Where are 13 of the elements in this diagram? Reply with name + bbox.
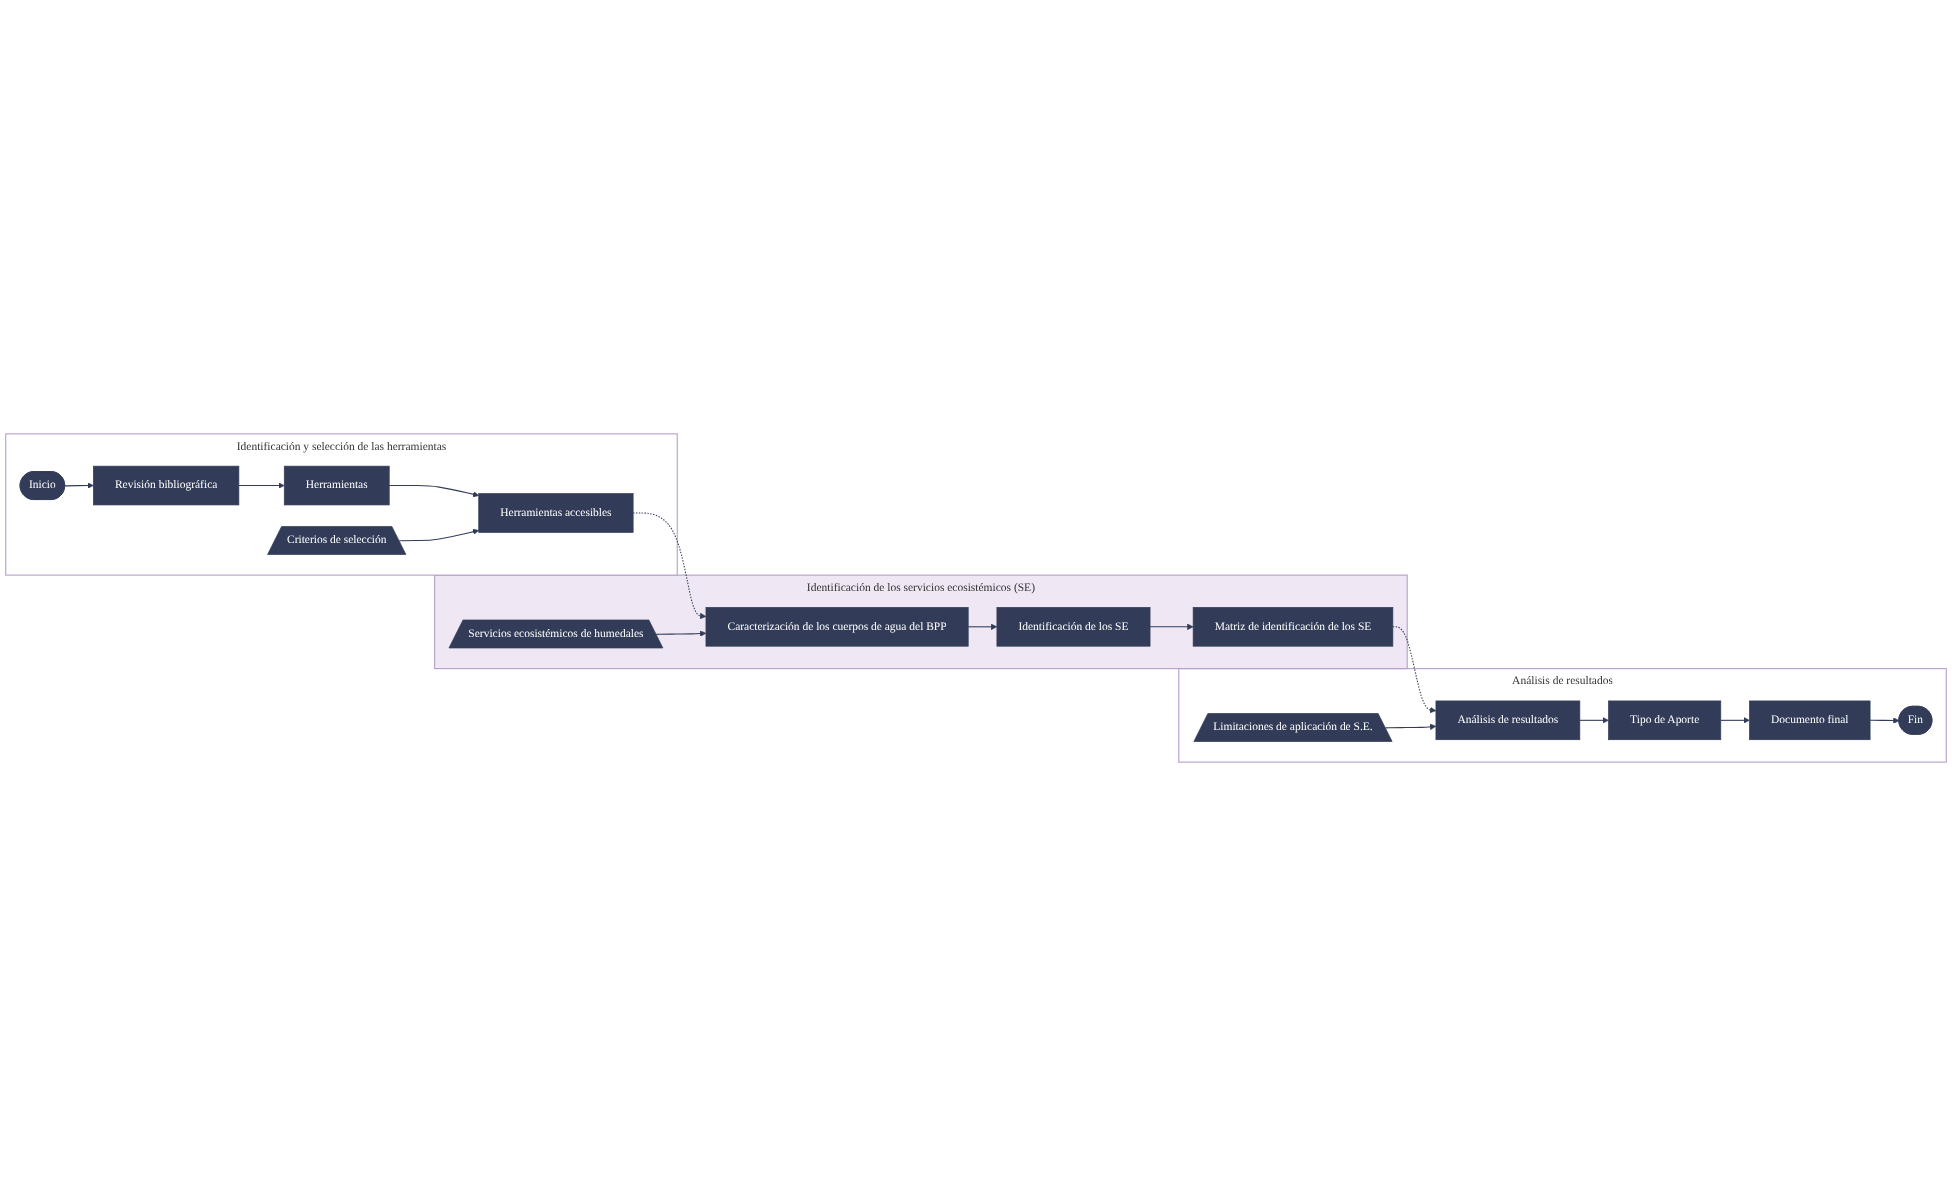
arrow: [64, 482, 94, 489]
arrow: [1869, 717, 1900, 724]
arrow: [1149, 623, 1194, 630]
arrow: [632, 512, 707, 620]
arrow: [1392, 626, 1437, 714]
arrow: [1720, 717, 1750, 724]
arrow: [1384, 723, 1437, 730]
arrow: [967, 623, 998, 630]
arrow: [388, 485, 479, 498]
arrow: [398, 528, 479, 542]
arrow: [1579, 717, 1609, 724]
arrow: [238, 482, 285, 489]
arrow: [655, 630, 707, 637]
